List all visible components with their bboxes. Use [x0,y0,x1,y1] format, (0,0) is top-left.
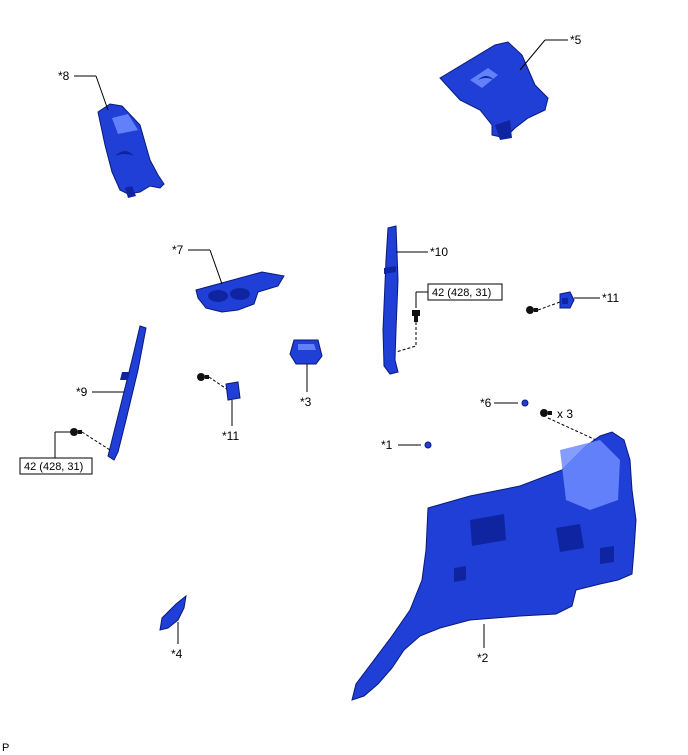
screw-icon [197,373,209,381]
part-4-bracket [159,594,187,631]
part-11-clip-center [225,381,241,401]
part-11-clip-right [559,291,575,309]
torque-spec-lower: 42 (428, 31) [24,461,83,473]
bolt-icon [412,310,420,322]
quantity-label: x 3 [557,407,573,421]
screw-path-11-center [208,376,229,391]
callout-9: *9 [76,385,88,399]
corner-code: P [2,742,9,754]
part-1-clip [424,441,432,449]
part-7-cup-holder [195,271,285,313]
leader-7b [209,249,223,285]
callout-1: *1 [381,438,393,452]
part-9-pillar-strip [107,325,147,461]
callout-2: *2 [477,651,489,665]
bolt-path-10 [395,322,417,353]
callout-7: *7 [172,243,184,257]
torque-spec-upper: 42 (428, 31) [432,287,491,299]
callout-10: *10 [430,245,448,259]
callout-11-center: *11 [222,429,239,443]
callout-5: *5 [570,33,582,47]
part-2-quarter-trim-panel [351,431,637,701]
callout-6: *6 [480,396,492,410]
part-3-cover [289,339,323,365]
screw-path-11-right [537,301,561,311]
part-5-trim [439,41,549,140]
callout-8: *8 [58,69,70,83]
callout-11-right: *11 [602,291,619,305]
bolt-icon [70,428,82,436]
bolt-path-9 [81,431,111,451]
screw-icon [540,409,552,417]
part-6-clip [521,399,529,407]
callout-4: *4 [171,647,183,661]
part-8-pillar-trim [97,103,165,198]
leader-5 [519,39,546,71]
part-10-pillar [382,225,399,375]
torque-box-lower [19,457,93,475]
screw-icon [526,306,538,314]
leader-8b [95,75,109,111]
callout-3: *3 [300,395,312,409]
screw-path-2 [547,417,597,441]
